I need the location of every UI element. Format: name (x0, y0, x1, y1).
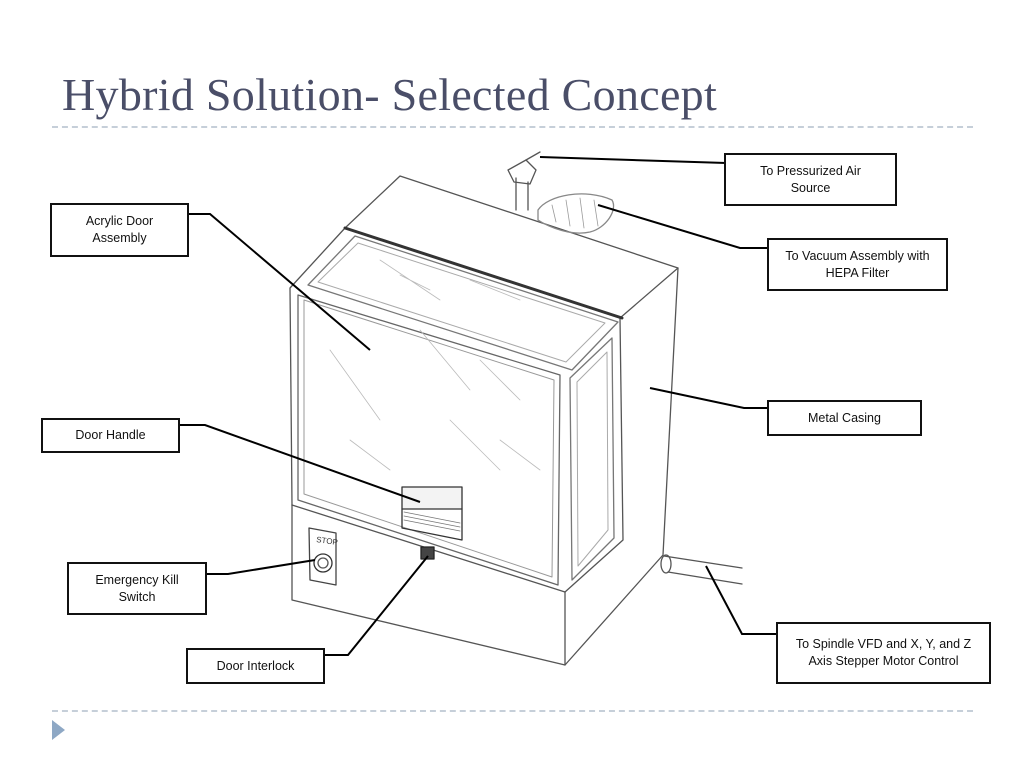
callout-metal-casing: Metal Casing (767, 400, 922, 436)
leader-vacuum (597, 204, 768, 249)
door-handle-sketch (401, 486, 463, 510)
leader-door-handle (180, 424, 421, 503)
stop-panel (308, 527, 337, 586)
leader-acrylic-door (188, 213, 371, 351)
play-triangle-icon[interactable] (52, 720, 65, 740)
callout-door-handle: Door Handle (41, 418, 180, 453)
base-panel (291, 504, 566, 666)
right-side-edge (564, 267, 679, 666)
footer-divider (52, 710, 973, 712)
leader-metal-casing (649, 387, 768, 409)
leader-pressurized-air (539, 156, 727, 164)
title-divider (52, 126, 973, 128)
callout-door-interlock: Door Interlock (186, 648, 325, 684)
leader-door-interlock (325, 555, 429, 656)
leader-emergency-kill (206, 559, 316, 575)
leader-spindle (705, 565, 776, 635)
stop-text: STOP (316, 535, 339, 547)
slide-title: Hybrid Solution- Selected Concept (62, 69, 718, 120)
door-interlock-sketch (420, 546, 435, 560)
acrylic-door-frame (297, 294, 561, 586)
